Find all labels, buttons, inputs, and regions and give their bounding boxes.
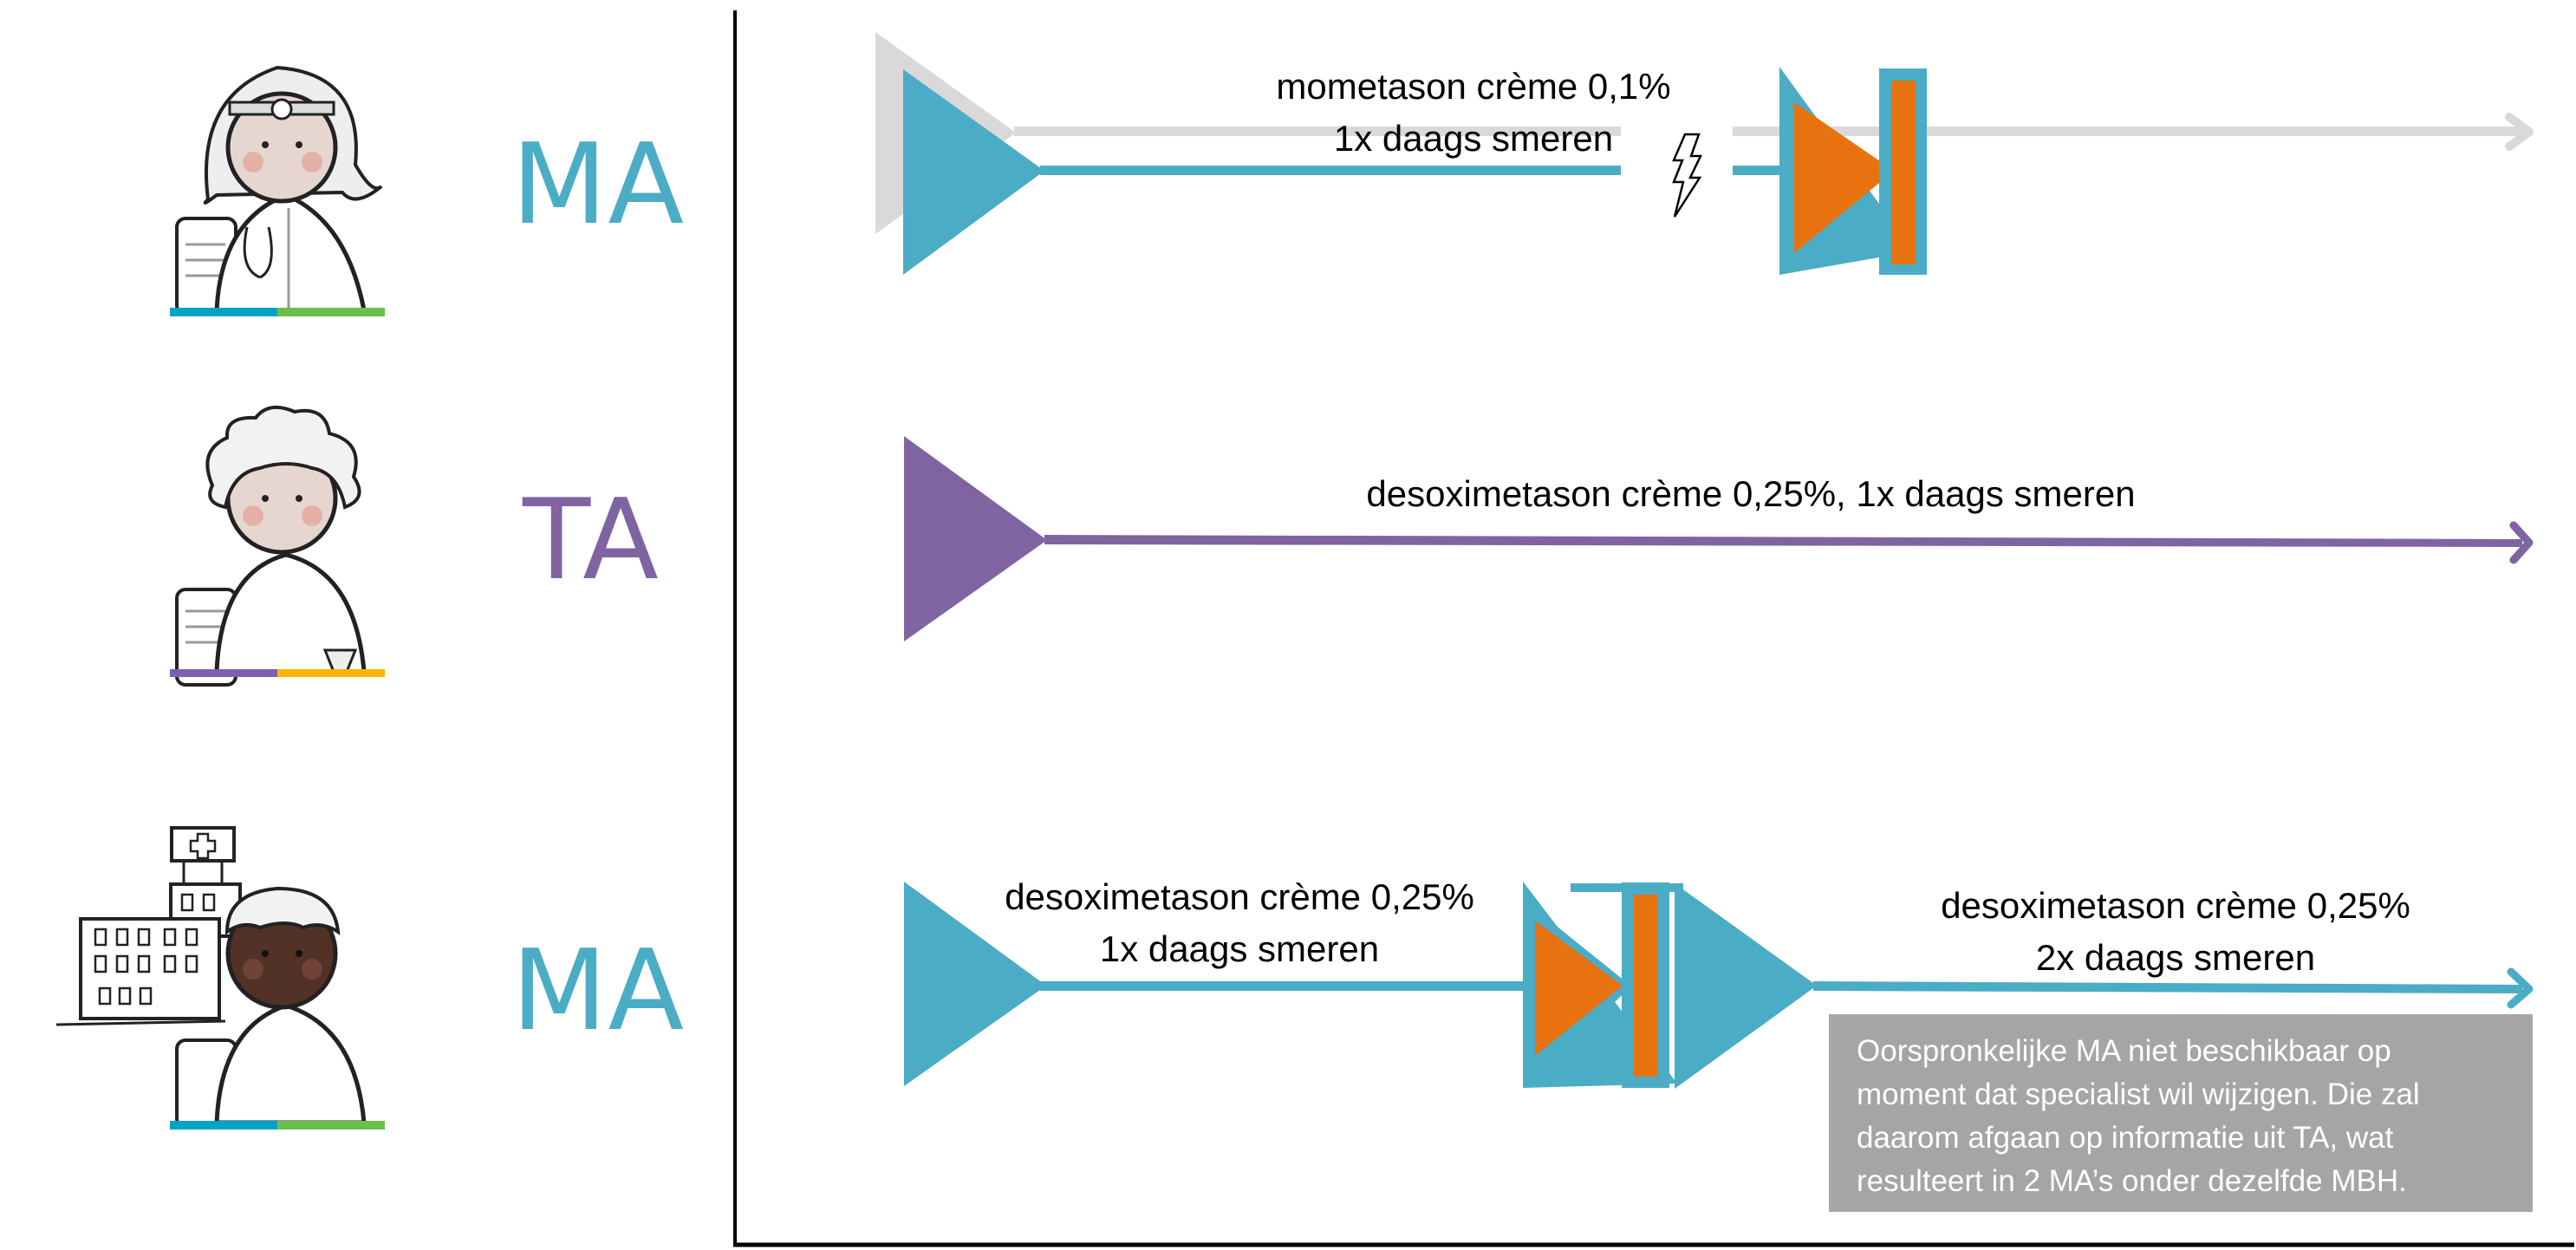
restart-marker xyxy=(1675,883,1817,1089)
note-line: daarom afgaan op informatie uit TA, wat xyxy=(1857,1121,2394,1155)
ma-arrowhead xyxy=(2507,967,2534,1009)
ma-line-segment xyxy=(1040,166,1621,175)
prescription-label: desoximetason crème 0,25% 1x daags smere… xyxy=(971,871,1508,975)
ma-row-1-track xyxy=(903,67,1927,275)
start-marker xyxy=(904,882,1046,1086)
start-marker xyxy=(903,69,1044,275)
dosage-instruction: 2x daags smeren xyxy=(2035,937,2316,978)
medication-name: mometason crème 0,1% xyxy=(1276,66,1671,107)
prescription-label: desoximetason crème 0,25%, 1x daags smer… xyxy=(1231,468,2271,520)
ma-line-segment xyxy=(1733,166,1785,175)
ma-line xyxy=(1813,981,2522,993)
prescription-label: mometason crème 0,1% 1x daags smeren xyxy=(1101,61,1846,165)
hospital-specialist-icon xyxy=(55,826,385,1130)
restart-prescription-label: desoximetason crème 0,25% 2x daags smere… xyxy=(1907,880,2444,984)
stop-marker xyxy=(1779,67,1927,275)
superseded-line-segment xyxy=(1733,127,2530,136)
ta-arrowhead xyxy=(2509,521,2534,564)
superseded-arrowhead xyxy=(2505,113,2534,151)
medication-name: desoximetason crème 0,25% xyxy=(1005,876,1474,917)
note-line: Oorspronkelijke MA niet beschikbaar op xyxy=(1857,1034,2391,1068)
explanation-note: Oorspronkelijke MA niet beschikbaar op m… xyxy=(1829,1014,2533,1212)
role-label-ma-1: MA xyxy=(511,120,685,250)
role-label-ta: TA xyxy=(523,476,660,605)
note-line: resulteert in 2 MA’s onder dezelfde MBH. xyxy=(1857,1164,2407,1198)
dosage-instruction: 1x daags smeren xyxy=(1333,118,1614,159)
ma-line-segment xyxy=(1040,981,1525,991)
role-label-ma-2: MA xyxy=(511,927,685,1056)
ta-row-track xyxy=(904,436,2534,641)
superseded-line-segment xyxy=(1014,127,1621,136)
lightning-bolt-icon xyxy=(1672,133,1702,218)
start-marker xyxy=(904,436,1047,641)
pharmacist-icon xyxy=(170,405,385,687)
dosage-instruction: 1x daags smeren xyxy=(1099,928,1380,969)
stop-marker xyxy=(1523,882,1683,1088)
medication-name: desoximetason crème 0,25% xyxy=(1941,885,2410,926)
note-line: moment dat specialist wil wijzigen. Die … xyxy=(1857,1077,2420,1111)
medication-name: desoximetason crème 0,25%, 1x daags smer… xyxy=(1366,473,2136,514)
ma-row-3-track xyxy=(904,882,2534,1089)
doctor-with-head-mirror-icon xyxy=(170,65,385,316)
ta-line xyxy=(1044,535,2522,547)
